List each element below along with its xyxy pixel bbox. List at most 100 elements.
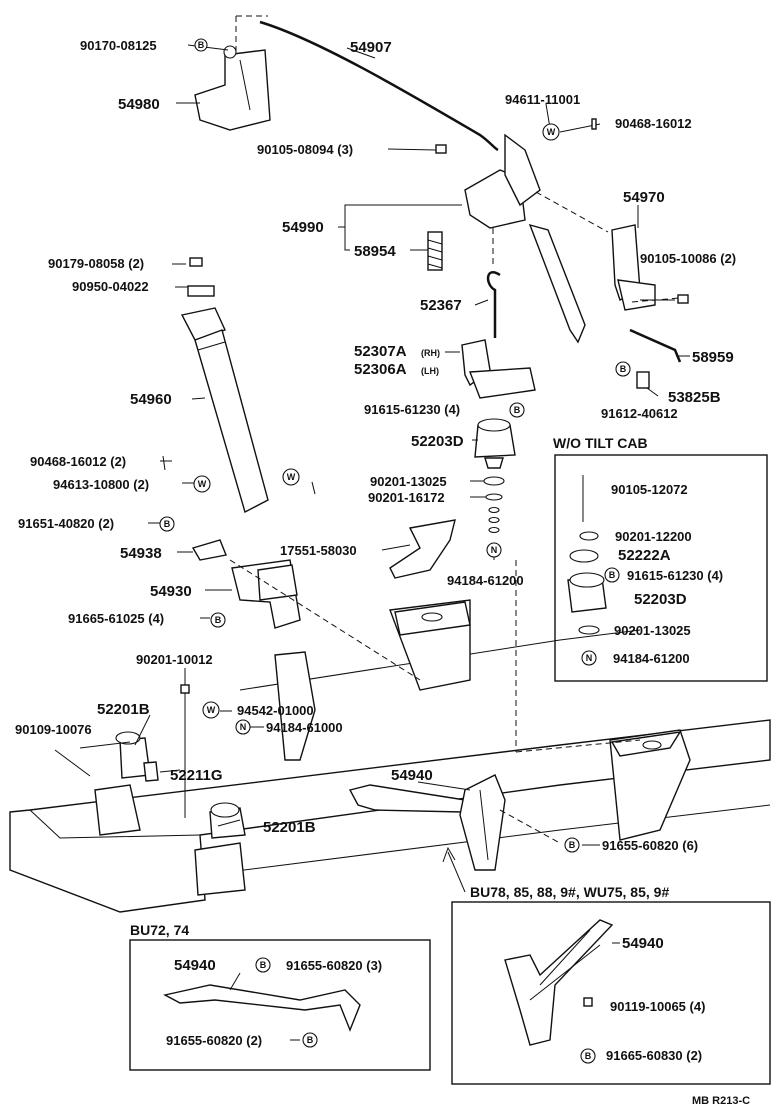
svg-text:B: B <box>260 960 267 970</box>
rod-58959 <box>629 328 682 363</box>
label-90201-13025-main: 90201-13025 <box>370 474 447 489</box>
label-54990: 54990 <box>282 219 324 236</box>
drawing-reference: MB R213-C <box>692 1095 750 1107</box>
label-54980: 54980 <box>118 96 160 113</box>
label-54907: 54907 <box>350 39 392 56</box>
inset-wo-tilt-cab <box>554 454 768 682</box>
label-52203D-inset: 52203D <box>634 591 687 608</box>
label-52367: 52367 <box>420 297 462 314</box>
svg-text:N: N <box>491 545 498 555</box>
svg-text:B: B <box>620 364 627 374</box>
spring-58954 <box>427 231 443 271</box>
pin-53825B <box>636 371 650 389</box>
label-90109-10076: 90109-10076 <box>15 722 92 737</box>
label-91655-60820-3: 91655-60820 (3) <box>286 958 382 973</box>
label-94613-10800: 94613-10800 (2) <box>53 477 149 492</box>
label-94611-11001: 94611-11001 <box>505 92 580 107</box>
marker-b-icons: B B B B B B B B B B <box>159 38 631 1064</box>
label-90105-10086: 90105-10086 (2) <box>640 251 736 266</box>
label-91615-61230-inset: 91615-61230 (4) <box>627 568 723 583</box>
svg-text:B: B <box>514 405 521 415</box>
label-90201-12200: 90201-12200 <box>615 529 692 544</box>
label-54940-bu78: 54940 <box>622 935 664 952</box>
lock-cable <box>259 20 499 152</box>
inset-bu72-labels: BU72, 74 54940 91655-60820 (3) 91655-608… <box>130 922 382 1048</box>
part-labels: 90170-08125 54907 54980 94611-11001 9046… <box>15 38 736 853</box>
label-90105-08094: 90105-08094 (3) <box>257 142 353 157</box>
lock-assembly-54990 <box>464 133 609 344</box>
svg-text:W: W <box>287 472 296 482</box>
inset-title-bu78: BU78, 85, 88, 9#, WU75, 85, 9# <box>470 884 669 900</box>
label-52307A-suffix: (RH) <box>421 348 440 358</box>
marker-n-icons: N N N <box>235 542 597 735</box>
inset-wo-tilt-cab-labels: W/O TILT CAB 90105-12072 90201-12200 522… <box>553 435 723 666</box>
label-58954: 58954 <box>354 243 396 260</box>
label-52222A: 52222A <box>618 547 671 564</box>
svg-text:B: B <box>569 840 576 850</box>
label-94184-61200-inset: 94184-61200 <box>613 651 690 666</box>
label-90170-08125: 90170-08125 <box>80 38 157 53</box>
label-52203D-main: 52203D <box>411 433 464 450</box>
label-52306A: 52306A <box>354 361 407 378</box>
label-52201B-bottom: 52201B <box>263 819 316 836</box>
svg-text:W: W <box>198 479 207 489</box>
label-52211G: 52211G <box>170 767 223 784</box>
label-91615-61230-main: 91615-61230 (4) <box>364 402 460 417</box>
inset-title-wo-tilt-cab: W/O TILT CAB <box>553 435 648 451</box>
label-90468-16012-left: 90468-16012 (2) <box>30 454 126 469</box>
svg-text:W: W <box>547 127 556 137</box>
lock-bracket-54970 <box>611 224 681 311</box>
strut-bracket-54930 <box>191 539 421 681</box>
leader-lines <box>79 44 690 846</box>
cab-mount-brackets <box>54 731 246 896</box>
label-52306A-suffix: (LH) <box>421 366 439 376</box>
svg-text:B: B <box>585 1051 592 1061</box>
label-53825B: 53825B <box>668 389 721 406</box>
lock-bracket-54980 <box>194 45 271 131</box>
label-54960: 54960 <box>130 391 172 408</box>
label-54970: 54970 <box>623 189 665 206</box>
label-90201-16172: 90201-16172 <box>368 490 445 505</box>
cab-stay-54940 <box>348 774 559 871</box>
heat-shield-17551 <box>389 519 456 579</box>
svg-text:N: N <box>586 653 593 663</box>
label-94184-61000: 94184-61000 <box>266 720 343 735</box>
label-54940-bu72: 54940 <box>174 957 216 974</box>
label-91655-60820-6: 91655-60820 (6) <box>602 838 698 853</box>
inset-bu78 <box>451 901 771 1085</box>
inset-title-bu72-74: BU72, 74 <box>130 922 189 938</box>
label-17551-58030: 17551-58030 <box>280 543 357 558</box>
label-52307A: 52307A <box>354 343 407 360</box>
label-90201-10012: 90201-10012 <box>136 652 213 667</box>
svg-text:B: B <box>215 615 222 625</box>
svg-text:B: B <box>609 570 616 580</box>
label-90119-10065: 90119-10065 (4) <box>610 999 705 1014</box>
label-91665-61025: 91665-61025 (4) <box>68 611 164 626</box>
label-90105-12072: 90105-12072 <box>611 482 688 497</box>
label-91655-60820-2: 91655-60820 (2) <box>166 1033 262 1048</box>
label-54938: 54938 <box>120 545 162 562</box>
label-91665-60830: 91665-60830 (2) <box>606 1048 702 1063</box>
label-90468-16012-top: 90468-16012 <box>615 116 692 131</box>
label-54930: 54930 <box>150 583 192 600</box>
svg-text:W: W <box>207 705 216 715</box>
torsion-strut-54960 <box>180 285 269 514</box>
marker-w-icons: W W W W <box>193 123 560 719</box>
label-90179-08058: 90179-08058 (2) <box>48 256 144 271</box>
label-54940-main: 54940 <box>391 767 433 784</box>
pointer-arrow <box>442 846 466 893</box>
label-94184-61200-main: 94184-61200 <box>447 573 524 588</box>
label-90201-13025-inset: 90201-13025 <box>614 623 691 638</box>
label-58959: 58959 <box>692 349 734 366</box>
label-94542-01000: 94542-01000 <box>237 703 314 718</box>
svg-text:N: N <box>240 722 247 732</box>
fastener-icons <box>162 118 689 1007</box>
svg-text:B: B <box>164 519 171 529</box>
label-90950-04022: 90950-04022 <box>72 279 149 294</box>
label-91651-40820: 91651-40820 (2) <box>18 516 114 531</box>
label-91612-40612: 91612-40612 <box>601 406 678 421</box>
lock-hook-52307A <box>461 339 536 399</box>
hook-rod-52367 <box>486 271 501 338</box>
inset-bu78-labels: BU78, 85, 88, 9#, WU75, 85, 9# 54940 901… <box>470 884 705 1063</box>
